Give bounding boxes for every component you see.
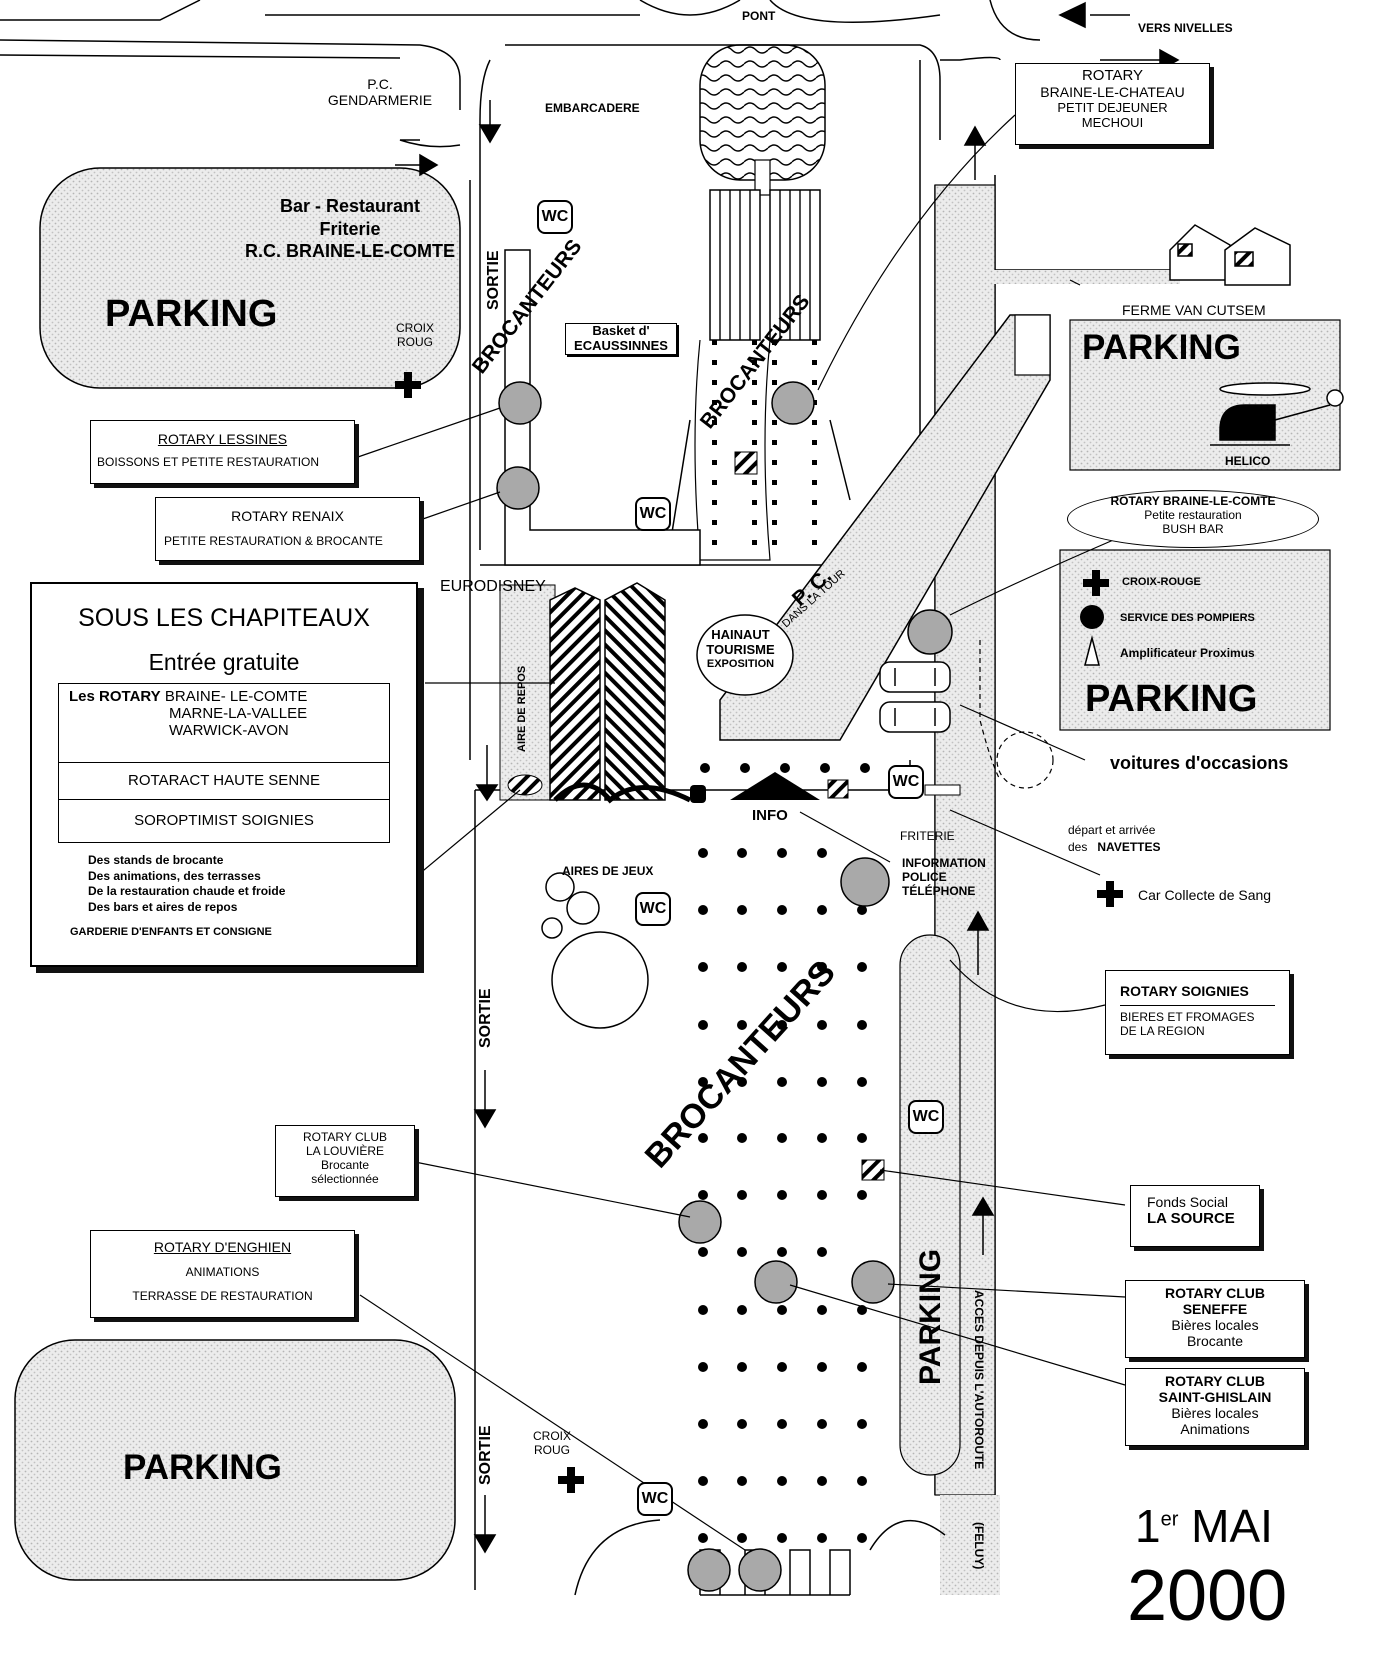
parking-label-vertical: PARKING — [914, 1249, 947, 1385]
parking-area-bottom-left — [14, 1339, 456, 1581]
wc-icon-3: WC — [888, 765, 924, 799]
garderie-label: GARDERIE D'ENFANTS ET CONSIGNE — [70, 925, 272, 938]
tent-1 — [549, 587, 601, 801]
rotary-blc-ellipse: ROTARY BRAINE-LE-COMTE Petite restaurati… — [1067, 490, 1319, 548]
pier-right — [769, 189, 821, 341]
cars — [879, 661, 951, 733]
embarcadere-label: EMBARCADERE — [545, 101, 640, 115]
soroptimist-label: SOROPTIMIST SOIGNIES — [134, 812, 314, 830]
vers-nivelles-label: VERS NIVELLES — [1138, 21, 1233, 35]
top-roads — [0, 0, 1041, 590]
small-hatch-stand — [734, 451, 758, 475]
hainaut-tent — [696, 614, 794, 696]
eurodisney-area — [499, 584, 556, 801]
parking-label-top-left: PARKING — [105, 293, 278, 335]
eurodisney-label: EURODISNEY — [440, 578, 546, 595]
fire-service-icon — [1080, 605, 1104, 629]
chapiteaux-inner: Les ROTARY BRAINE- LE-COMTE MARNE-LA-VAL… — [58, 683, 390, 844]
friterie-label: FRITERIE — [900, 829, 955, 843]
parking-strip-vertical — [899, 934, 961, 1476]
helico-label: HELICO — [1225, 454, 1271, 468]
sortie-label-bottom: SORTIE — [477, 1425, 494, 1485]
helicopter-icon — [1210, 382, 1344, 446]
rotary-markers — [496, 381, 953, 1592]
chapiteaux-box: SOUS LES CHAPITEAUX Entrée gratuite Les … — [30, 582, 418, 967]
sortie-label-top: SORTIE — [485, 250, 502, 310]
legend-croix-rouge: CROIX-ROUGE — [1122, 576, 1201, 588]
cross-icon-bottom — [558, 1467, 584, 1493]
rotary-renaix-box: ROTARY RENAIX PETITE RESTAURATION & BROC… — [155, 497, 420, 561]
aire-repos-label: AIRE DE REPOS — [516, 666, 528, 752]
activities-list: Des stands de brocante Des animations, d… — [88, 853, 286, 914]
stand-dots-main — [698, 763, 870, 1543]
rotaract-label: ROTARACT HAUTE SENNE — [128, 772, 320, 790]
play-area — [541, 872, 649, 1029]
wc-icon-2: WC — [635, 497, 671, 531]
rotary-enghien-box: ROTARY D'ENGHIEN ANIMATIONS TERRASSE DE … — [90, 1230, 355, 1318]
wc-icon-1: WC — [537, 200, 573, 234]
rotary-city-1: BRAINE- LE-COMTE — [164, 688, 308, 706]
rotary-city-3: WARWICK-AVON — [169, 722, 289, 740]
wc-icon-4: WC — [635, 892, 671, 926]
date-day: 1er MAI — [1135, 1500, 1273, 1552]
cross-icon-legend — [1083, 570, 1109, 596]
info-label: INFO — [752, 807, 788, 824]
pont-label: PONT — [742, 9, 776, 23]
entree-gratuite: Entrée gratuite — [148, 648, 300, 675]
sortie-label-mid: SORTIE — [477, 988, 494, 1048]
wc-icon-6: WC — [637, 1482, 673, 1516]
rotary-city-2: MARNE-LA-VALLEE — [169, 705, 308, 723]
walkway — [504, 249, 701, 566]
pier-left — [709, 189, 761, 341]
car-collecte-label: Car Collecte de Sang — [1138, 887, 1272, 903]
rotary-chateau-box: ROTARY BRAINE-LE-CHATEAU PETIT DEJEUNER … — [1015, 63, 1210, 145]
tent-2 — [604, 582, 666, 801]
acces-label: ACCES DEPUIS L'AUTOROUTE — [972, 1290, 986, 1469]
legend-pompiers: SERVICE DES POMPIERS — [1120, 612, 1255, 624]
proximus-icon — [1084, 635, 1100, 666]
friterie-stand — [827, 779, 849, 799]
cross-icon-top — [395, 372, 421, 398]
ferme-label: FERME VAN CUTSEM — [1122, 302, 1266, 318]
pc-gendarmerie-label: P.C.GENDARMERIE — [327, 76, 433, 109]
parking-area-ferme — [1069, 319, 1341, 471]
rotary-prefix: Les ROTARY — [69, 688, 161, 706]
parking-label-ferme: PARKING — [1082, 328, 1241, 367]
feluy-label: (FELUY) — [972, 1522, 986, 1569]
leader-lines — [339, 114, 1126, 1551]
wc-icon-5: WC — [908, 1100, 944, 1134]
parking-label-right: PARKING — [1085, 678, 1258, 720]
bottom-area-right — [940, 1495, 1000, 1595]
parking-label-bottom-left: PARKING — [123, 1448, 282, 1487]
right-parking-strip — [940, 270, 1180, 284]
parking-area-top-left — [39, 167, 461, 389]
navettes-label: départ et arrivée des NAVETTES — [1068, 823, 1161, 854]
rotary-soignies-box: ROTARY SOIGNIES BIERES ET FROMAGES DE LA… — [1105, 970, 1290, 1055]
basket-label: Basket d'ECAUSSINNES — [565, 323, 677, 355]
farm-buildings-icon — [1169, 224, 1291, 286]
voitures-label: voitures d'occasions — [1110, 753, 1289, 773]
aires-jeux-label: AIRES DE JEUX — [562, 864, 654, 878]
info-triangle — [730, 772, 820, 800]
cross-icon-collecte — [1097, 881, 1123, 907]
rotary-lessines-box: ROTARY LESSINES BOISSONS ET PETITE RESTA… — [90, 420, 355, 484]
date-year: 2000 — [1127, 1556, 1288, 1636]
chapiteaux-title: SOUS LES CHAPITEAUX — [78, 604, 370, 632]
legend-proximus: Amplificateur Proximus — [1120, 646, 1255, 660]
